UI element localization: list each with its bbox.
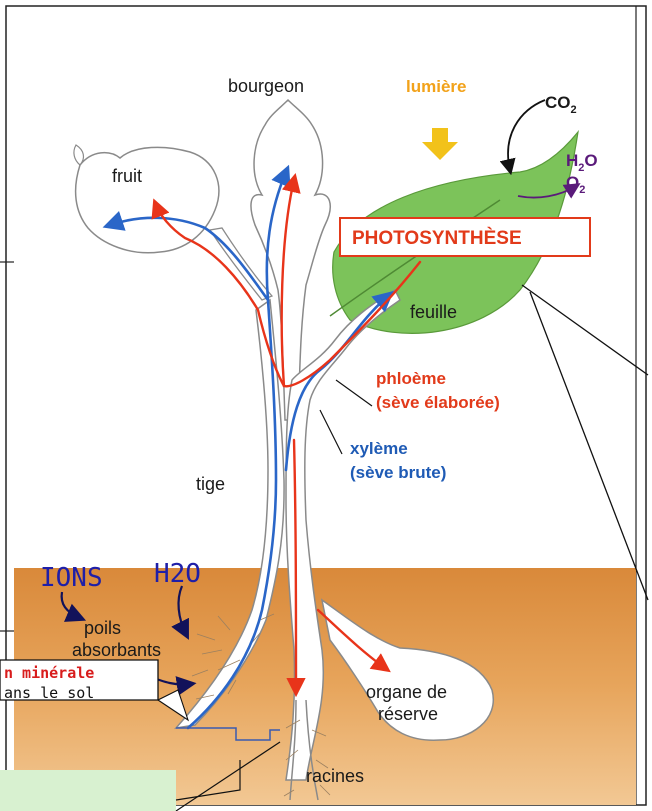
label-leaf: feuille xyxy=(410,302,457,322)
label-roots: racines xyxy=(306,766,364,786)
label-light: lumière xyxy=(406,77,466,96)
phloem-pointer xyxy=(336,380,372,406)
fruit-tip xyxy=(74,145,84,165)
label-xylem-sap: (sève brute) xyxy=(350,463,446,482)
co2-arrow xyxy=(508,100,545,170)
label-phloem-sap: (sève élaborée) xyxy=(376,393,500,412)
label-phloem: phloème xyxy=(376,369,446,388)
xylem-pointer xyxy=(320,410,342,454)
label-root-hairs-1: poils xyxy=(84,618,121,638)
light-arrow xyxy=(422,128,458,160)
label-fruit: fruit xyxy=(112,166,142,186)
label-o2: O2 xyxy=(566,173,585,196)
zoom-line-bottom xyxy=(530,292,648,600)
label-bud: bourgeon xyxy=(228,76,304,96)
handwritten-water: H2O xyxy=(154,559,201,589)
callout-text: ans le sol xyxy=(4,684,94,702)
label-storage-2: réserve xyxy=(378,704,438,724)
green-panel xyxy=(0,770,176,811)
label-root-hairs-2: absorbants xyxy=(72,640,161,660)
label-storage-1: organe de xyxy=(366,682,447,702)
handwritten-ions: IONS xyxy=(40,563,103,593)
fruit xyxy=(76,147,219,252)
label-stem: tige xyxy=(196,474,225,494)
callout-title: n minérale xyxy=(4,664,94,682)
label-photosynthesis: PHOTOSYNTHÈSE xyxy=(352,227,522,249)
label-xylem: xylème xyxy=(350,439,408,458)
zoom-line-top xyxy=(522,285,648,375)
label-co2: CO2 xyxy=(545,93,577,116)
